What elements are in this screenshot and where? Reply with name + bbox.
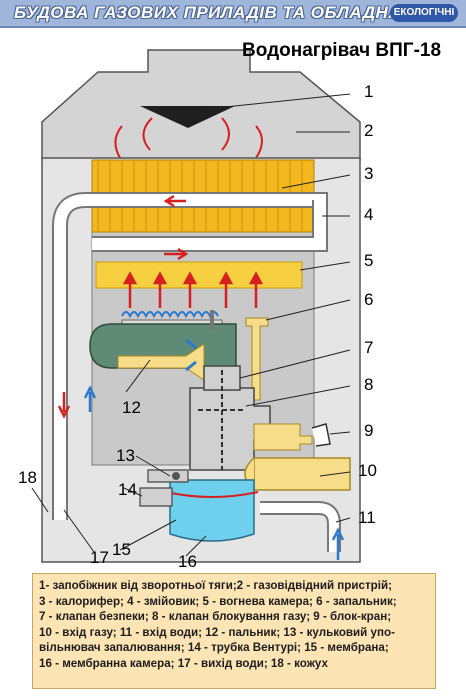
leader-lines — [31, 93, 351, 557]
callout-15: 15 — [112, 540, 131, 559]
coil-flow-arrow-left — [163, 194, 186, 208]
legend-line: 16 - мембранна камера; 17 - вихід води; … — [39, 656, 328, 670]
venturi-tube — [139, 487, 173, 507]
block-tap — [253, 423, 313, 451]
legend-line: 10 - вхід газу; 11 - вхід води; 12 - пал… — [39, 625, 395, 639]
callout-18: 18 — [18, 468, 37, 487]
callout-16: 16 — [178, 552, 197, 571]
coil-flow-arrow-right — [164, 247, 189, 261]
pilot-burner — [245, 317, 269, 401]
callout-17: 17 — [90, 548, 109, 567]
legend-line: 3 - калорифер; 4 - змійовик; 5 - вогнева… — [39, 594, 397, 608]
water-outlet-arrow-down — [57, 392, 71, 419]
callout-5: 5 — [364, 251, 374, 270]
membrane — [165, 491, 259, 498]
flame-arrows — [122, 271, 264, 308]
coil-return-inner — [92, 194, 326, 250]
coil-pipe-inner — [54, 194, 314, 520]
tap-handle — [311, 423, 331, 447]
water-heater-diagram — [31, 49, 361, 563]
callout-6: 6 — [364, 290, 374, 309]
legend-line: 1- запобіжник від зворотньої тяги;2 - га… — [39, 579, 392, 592]
callout-14: 14 — [118, 480, 137, 499]
callout-7: 7 — [364, 338, 374, 357]
ball — [172, 472, 180, 480]
water-outlet-arrow-up — [83, 385, 97, 412]
legend-line: вільнювач запалювання; 14 - трубка Венту… — [39, 641, 389, 655]
callout-4: 4 — [364, 205, 374, 224]
callout-8: 8 — [364, 375, 374, 394]
ball-retarder — [147, 469, 189, 483]
burner-flames — [121, 311, 219, 319]
callout-12: 12 — [122, 398, 141, 417]
valve-stem — [198, 370, 246, 470]
legend-box: 1- запобіжник від зворотньої тяги;2 - га… — [32, 573, 436, 689]
nozzle-flow-arrows — [185, 338, 197, 372]
callout-2: 2 — [364, 121, 374, 140]
water-inlet-arrow — [331, 527, 345, 560]
gas-outlet-hood — [41, 49, 361, 161]
brand-logo: ЕКОЛОГІЧНІ — [390, 4, 458, 22]
callout-3: 3 — [364, 164, 374, 183]
callout-13: 13 — [116, 446, 135, 465]
water-inlet-pipe-inner — [260, 503, 339, 552]
membrane-chamber — [169, 479, 255, 542]
callout-1: 1 — [364, 82, 374, 101]
callout-9: 9 — [364, 421, 374, 440]
callout-11: 11 — [358, 508, 376, 527]
legend-line: 7 - клапан безпеки; 8 - клапан блокуванн… — [39, 610, 392, 624]
diagram-title: Водонагрівач ВПГ-18 — [242, 40, 442, 61]
draft-diverter — [140, 106, 235, 128]
header-bar: БУДОВА ГАЗОВИХ ПРИЛАДІВ ТА ОБЛАДНАННЯ ЕК… — [0, 0, 466, 28]
header-title: БУДОВА ГАЗОВИХ ПРИЛАДІВ ТА ОБЛАДНАННЯ — [14, 3, 440, 22]
callout-10: 10 — [358, 461, 377, 480]
hood-flow-arrows — [114, 117, 263, 159]
